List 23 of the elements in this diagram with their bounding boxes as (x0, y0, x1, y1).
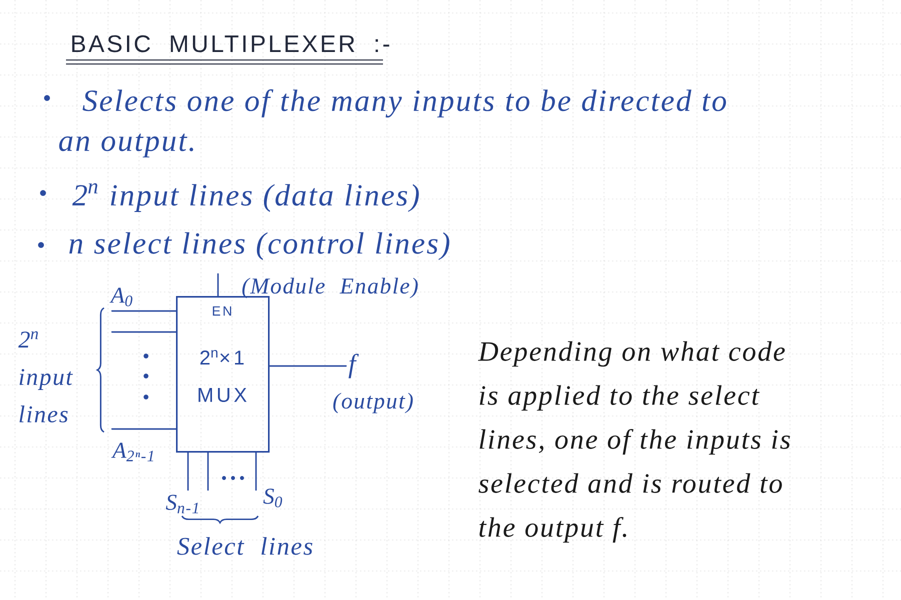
bullet-text: Selects one of the many inputs to be directed to an output. (59, 89, 726, 158)
signal-line (255, 452, 257, 491)
signal-label: S$_{n-1}$ (166, 494, 198, 514)
signal-line (217, 273, 219, 297)
signal-label: S$_{0}$ (263, 488, 282, 508)
signal-line (111, 331, 177, 333)
node-label: (output) (333, 392, 413, 414)
signal-label: A$_{2ⁿ-1}$ (111, 442, 154, 462)
signal-line (268, 365, 347, 367)
brace-label: 2$^{n}$ input lines (18, 331, 73, 422)
title: BASIC MULTIPLEXER :- (72, 35, 390, 52)
bullet-text: n select lines (control lines) (69, 232, 450, 260)
bullet-text: 2$^{n}$ input lines (data lines) (72, 183, 419, 212)
signal-line (111, 310, 177, 312)
signal-label: A$_{0}$ (110, 288, 132, 306)
signal-line (207, 452, 209, 491)
signal-line (187, 452, 189, 491)
output-label: f (348, 354, 359, 378)
brace-label: Select lines (177, 537, 312, 555)
signal-line (111, 428, 177, 430)
note-paragraph: Depending on what code is applied to the select lines, one of the inputs is selected and is routed to the output f. (478, 341, 790, 543)
mux-block: EN 2$^{n}$×1 MUX (176, 296, 270, 453)
signal-label: (Module Enable) (242, 278, 418, 298)
